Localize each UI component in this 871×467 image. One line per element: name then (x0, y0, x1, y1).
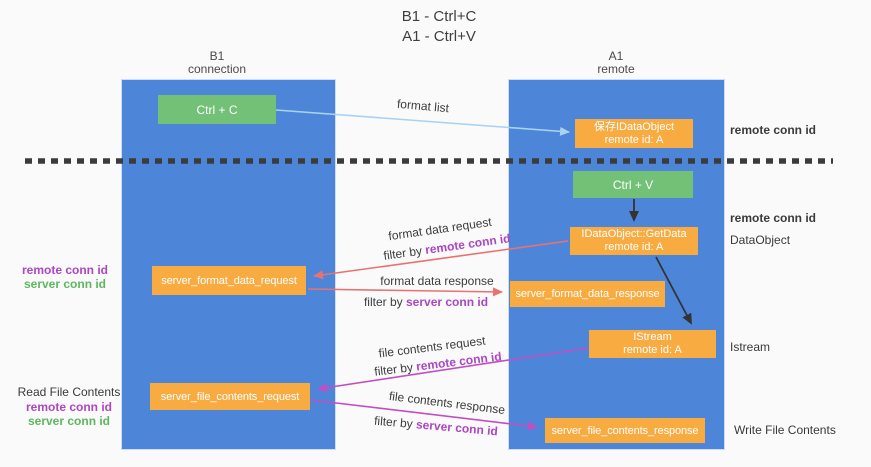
format-data-response-label: format data response (362, 274, 512, 288)
title-line-2: A1 - Ctrl+V (402, 28, 476, 45)
filter-by-text: filter by (373, 360, 414, 379)
format-data-response-text: format data response (380, 274, 494, 288)
node-idataobject-getdata: IDataObject::GetData remote id: A (570, 227, 698, 255)
lane-a1-name: A1 (608, 49, 624, 63)
save-idataobject-line1: 保存IDataObject (593, 120, 675, 133)
istream-line1: IStream (633, 331, 672, 343)
istream-line2: remote id: A (623, 344, 682, 356)
remote-conn-id-annotation-mid: remote conn id (730, 211, 817, 225)
node-server-format-data-request: server_format_data_request (152, 266, 306, 295)
file-contents-response-text: file contents response (388, 388, 506, 418)
format-list-label: format list (358, 93, 489, 118)
filter-by-text: filter by (363, 295, 403, 309)
server-conn-id-annotation: server conn id (27, 414, 111, 428)
write-file-contents-annotation: Write File Contents (734, 423, 836, 437)
format-list-text: format list (396, 96, 450, 116)
server-conn-id-annotation: server conn id (23, 277, 107, 291)
filter-by-text: filter by (382, 243, 423, 263)
remote-conn-id-annotation: remote conn id (21, 263, 108, 277)
server-conn-id-text: server conn id (415, 417, 499, 439)
title-line-1: B1 - Ctrl+C (401, 8, 477, 25)
lane-header-a1: A1 remote (556, 50, 676, 76)
node-server-file-contents-request: server_file_contents_request (150, 383, 310, 410)
server-file-contents-request-label: server_file_contents_request (160, 390, 300, 403)
remote-conn-id-annotation-top: remote conn id (730, 123, 817, 137)
ctrl-v-label: Ctrl + V (612, 177, 654, 192)
node-ctrl-v: Ctrl + V (573, 171, 693, 198)
node-istream: IStream remote id: A (589, 330, 716, 358)
node-save-idataobject: 保存IDataObject remote id: A (575, 119, 693, 148)
read-file-contents-label: Read File Contents (17, 385, 121, 399)
server-conn-id-text: server conn id (406, 295, 489, 309)
format-data-response-arrow (307, 287, 503, 297)
diagram-title: B1 - Ctrl+C A1 - Ctrl+V (339, 7, 539, 47)
node-server-format-data-response: server_format_data_response (510, 281, 665, 307)
remote-conn-id-annotation: remote conn id (25, 400, 112, 414)
save-idataobject-line2: remote id: A (604, 133, 664, 146)
read-file-contents-annotation-block: Read File Contents remote conn id server… (14, 384, 124, 428)
lane-a1-role: remote (597, 62, 635, 76)
left-conn-id-annotation: remote conn id server conn id (20, 263, 110, 291)
node-ctrl-c: Ctrl + C (158, 95, 276, 124)
filter-by-server-conn-id-label-1: filter by server conn id (341, 295, 511, 309)
server-file-contents-response-label: server_file_contents_response (551, 424, 699, 437)
dataobject-annotation: DataObject (730, 233, 791, 247)
idataobject-getdata-line2: remote id: A (604, 241, 664, 253)
filter-by-text: filter by (373, 413, 414, 431)
server-format-data-response-label: server_format_data_response (515, 288, 660, 300)
ctrl-c-label: Ctrl + C (196, 102, 238, 117)
istream-annotation: Istream (730, 340, 771, 354)
node-server-file-contents-response: server_file_contents_response (545, 418, 705, 443)
lane-header-b1: B1 connection (157, 50, 277, 76)
file-contents-response-label: file contents response (372, 387, 523, 419)
server-format-data-request-label: server_format_data_request (161, 274, 297, 287)
lane-b1-role: connection (187, 62, 247, 76)
lane-b1-name: B1 (209, 49, 225, 63)
idataobject-getdata-line1: IDataObject::GetData (581, 228, 687, 240)
